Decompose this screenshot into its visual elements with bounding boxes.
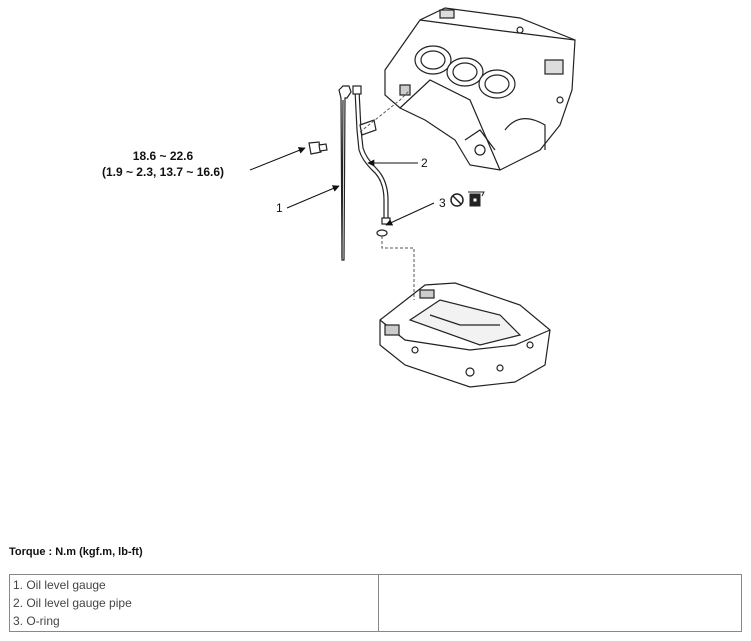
oil-pan (379, 282, 551, 388)
engine-block (384, 7, 576, 171)
oil-level-gauge-diagram: 18.6 ~ 22.6 (1.9 ~ 2.3, 13.7 ~ 16.6) 1 2… (102, 7, 576, 388)
no-reuse-icon (450, 193, 464, 207)
table-row: 1. Oil level gauge 2. Oil level gauge pi… (9, 574, 742, 632)
leader-lines (249, 147, 435, 226)
legend-table: 1. Oil level gauge 2. Oil level gauge pi… (9, 574, 742, 632)
gauge-leader (286, 185, 340, 209)
empty-cell (378, 574, 742, 632)
legend-item: 2. Oil level gauge pipe (13, 596, 132, 610)
oil-level-gauge (338, 85, 352, 261)
callout-number: 2 (421, 156, 428, 170)
mounting-bolt (308, 141, 328, 155)
torque-heading: Torque : N.m (kgf.m, lb-ft) (9, 546, 143, 558)
torque-value: 18.6 ~ 22.6 (133, 149, 194, 163)
assembly-guide-lines (359, 89, 415, 300)
replace-part-icon (468, 191, 485, 207)
oring-leader (385, 202, 435, 226)
o-ring (376, 229, 388, 237)
callout-number: 3 (439, 196, 446, 210)
oil-level-gauge-pipe (352, 85, 391, 225)
legend-item: 3. O-ring (13, 614, 60, 628)
legend-item: 1. Oil level gauge (13, 578, 106, 592)
callout-number: 1 (276, 201, 283, 215)
legend-cell: 1. Oil level gauge 2. Oil level gauge pi… (9, 574, 379, 632)
torque-value-alt: (1.9 ~ 2.3, 13.7 ~ 16.6) (102, 165, 224, 179)
torque-leader (249, 147, 306, 171)
